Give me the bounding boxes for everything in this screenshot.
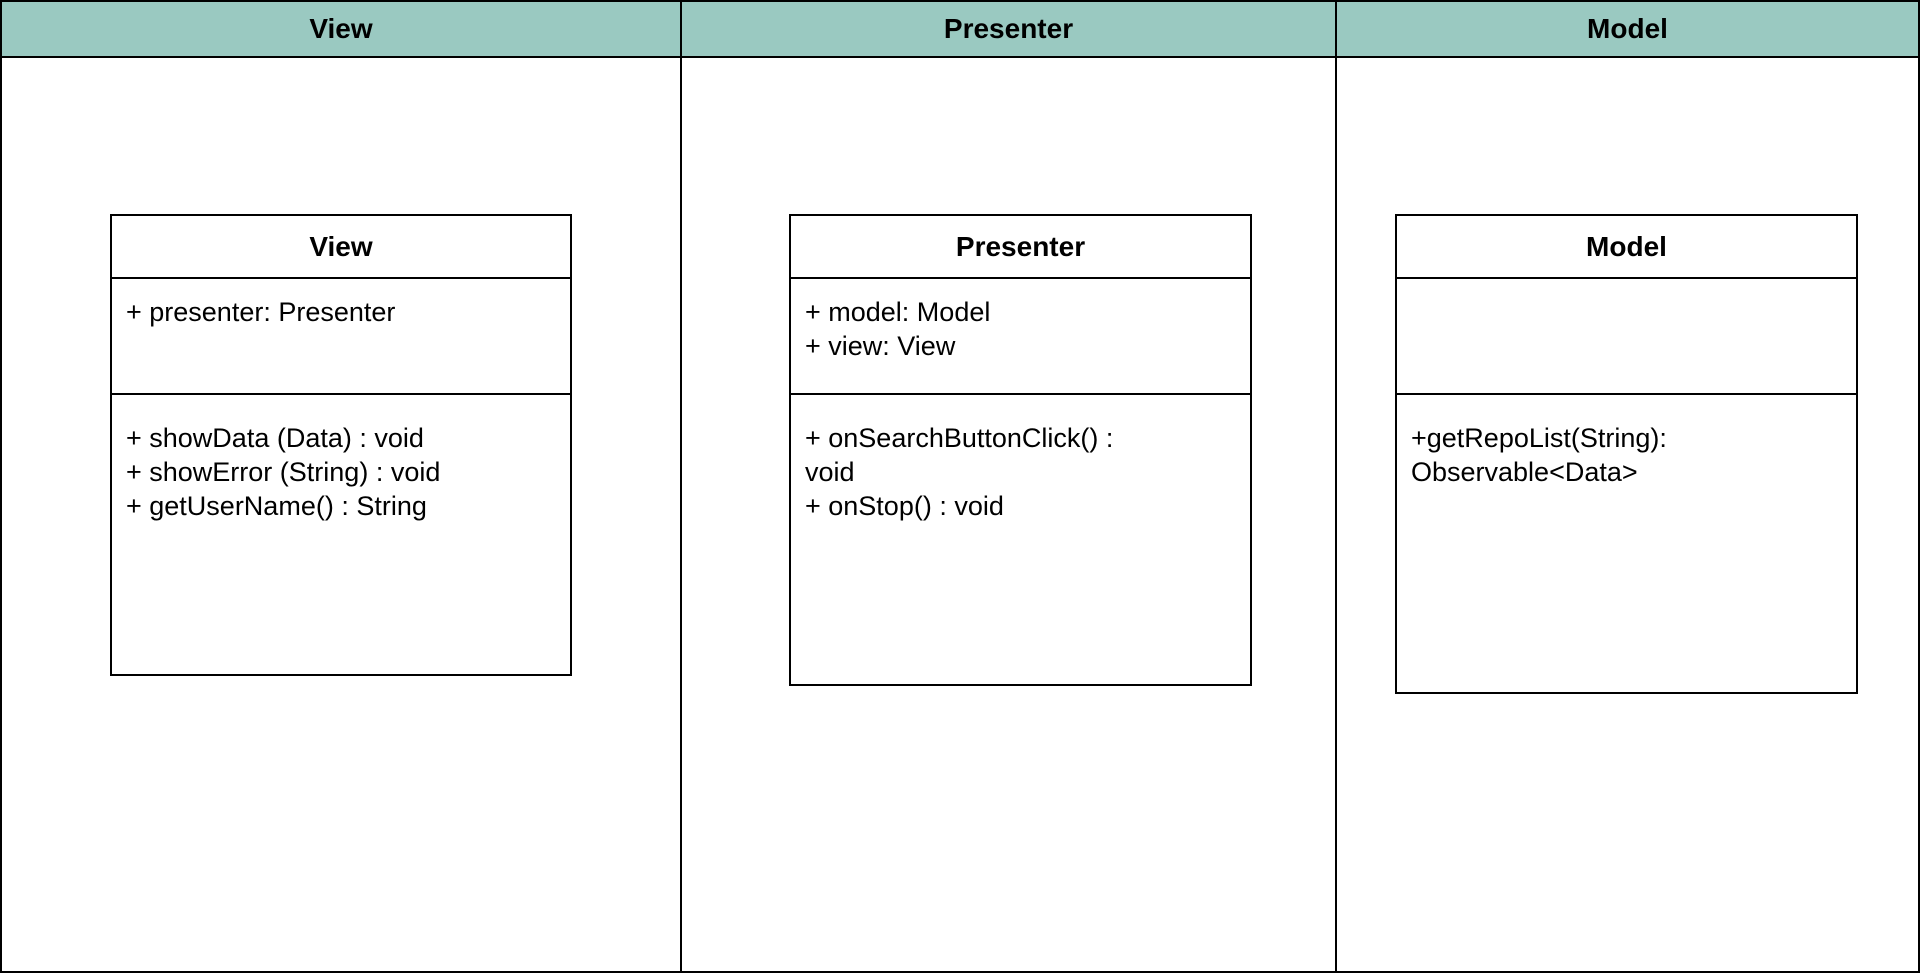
class-box-presenter: Presenter + model: Model + view: View + …	[789, 214, 1252, 686]
lane-header-view: View	[2, 2, 680, 58]
class-operations-model: +getRepoList(String): Observable<Data>	[1397, 395, 1856, 489]
class-operations-presenter: + onSearchButtonClick() : void + onStop(…	[791, 395, 1250, 523]
class-attributes-model	[1397, 279, 1856, 395]
lane-view: View	[0, 0, 682, 973]
class-operations-view: + showData (Data) : void + showError (St…	[112, 395, 570, 523]
attribute-presenter: + presenter: Presenter	[126, 297, 396, 327]
lane-model: Model	[1335, 0, 1920, 973]
class-attributes-presenter: + model: Model + view: View	[791, 279, 1250, 395]
class-box-model: Model +getRepoList(String): Observable<D…	[1395, 214, 1858, 694]
class-box-view: View + presenter: Presenter + showData (…	[110, 214, 572, 676]
operation-get-user-name: + getUserName() : String	[126, 491, 427, 521]
class-name-presenter: Presenter	[791, 216, 1250, 279]
class-name-view: View	[112, 216, 570, 279]
operation-on-stop: + onStop() : void	[805, 491, 1004, 521]
attribute-view: + view: View	[805, 331, 956, 361]
operation-get-repo-list: +getRepoList(String): Observable<Data>	[1411, 423, 1667, 487]
class-attributes-view: + presenter: Presenter	[112, 279, 570, 395]
lane-header-model: Model	[1337, 2, 1918, 58]
operation-on-search-button-click: + onSearchButtonClick() : void	[805, 423, 1114, 487]
operation-show-error: + showError (String) : void	[126, 457, 441, 487]
lane-presenter: Presenter	[680, 0, 1337, 973]
lane-header-presenter: Presenter	[682, 2, 1335, 58]
attribute-model: + model: Model	[805, 297, 991, 327]
operation-show-data: + showData (Data) : void	[126, 423, 424, 453]
class-name-model: Model	[1397, 216, 1856, 279]
